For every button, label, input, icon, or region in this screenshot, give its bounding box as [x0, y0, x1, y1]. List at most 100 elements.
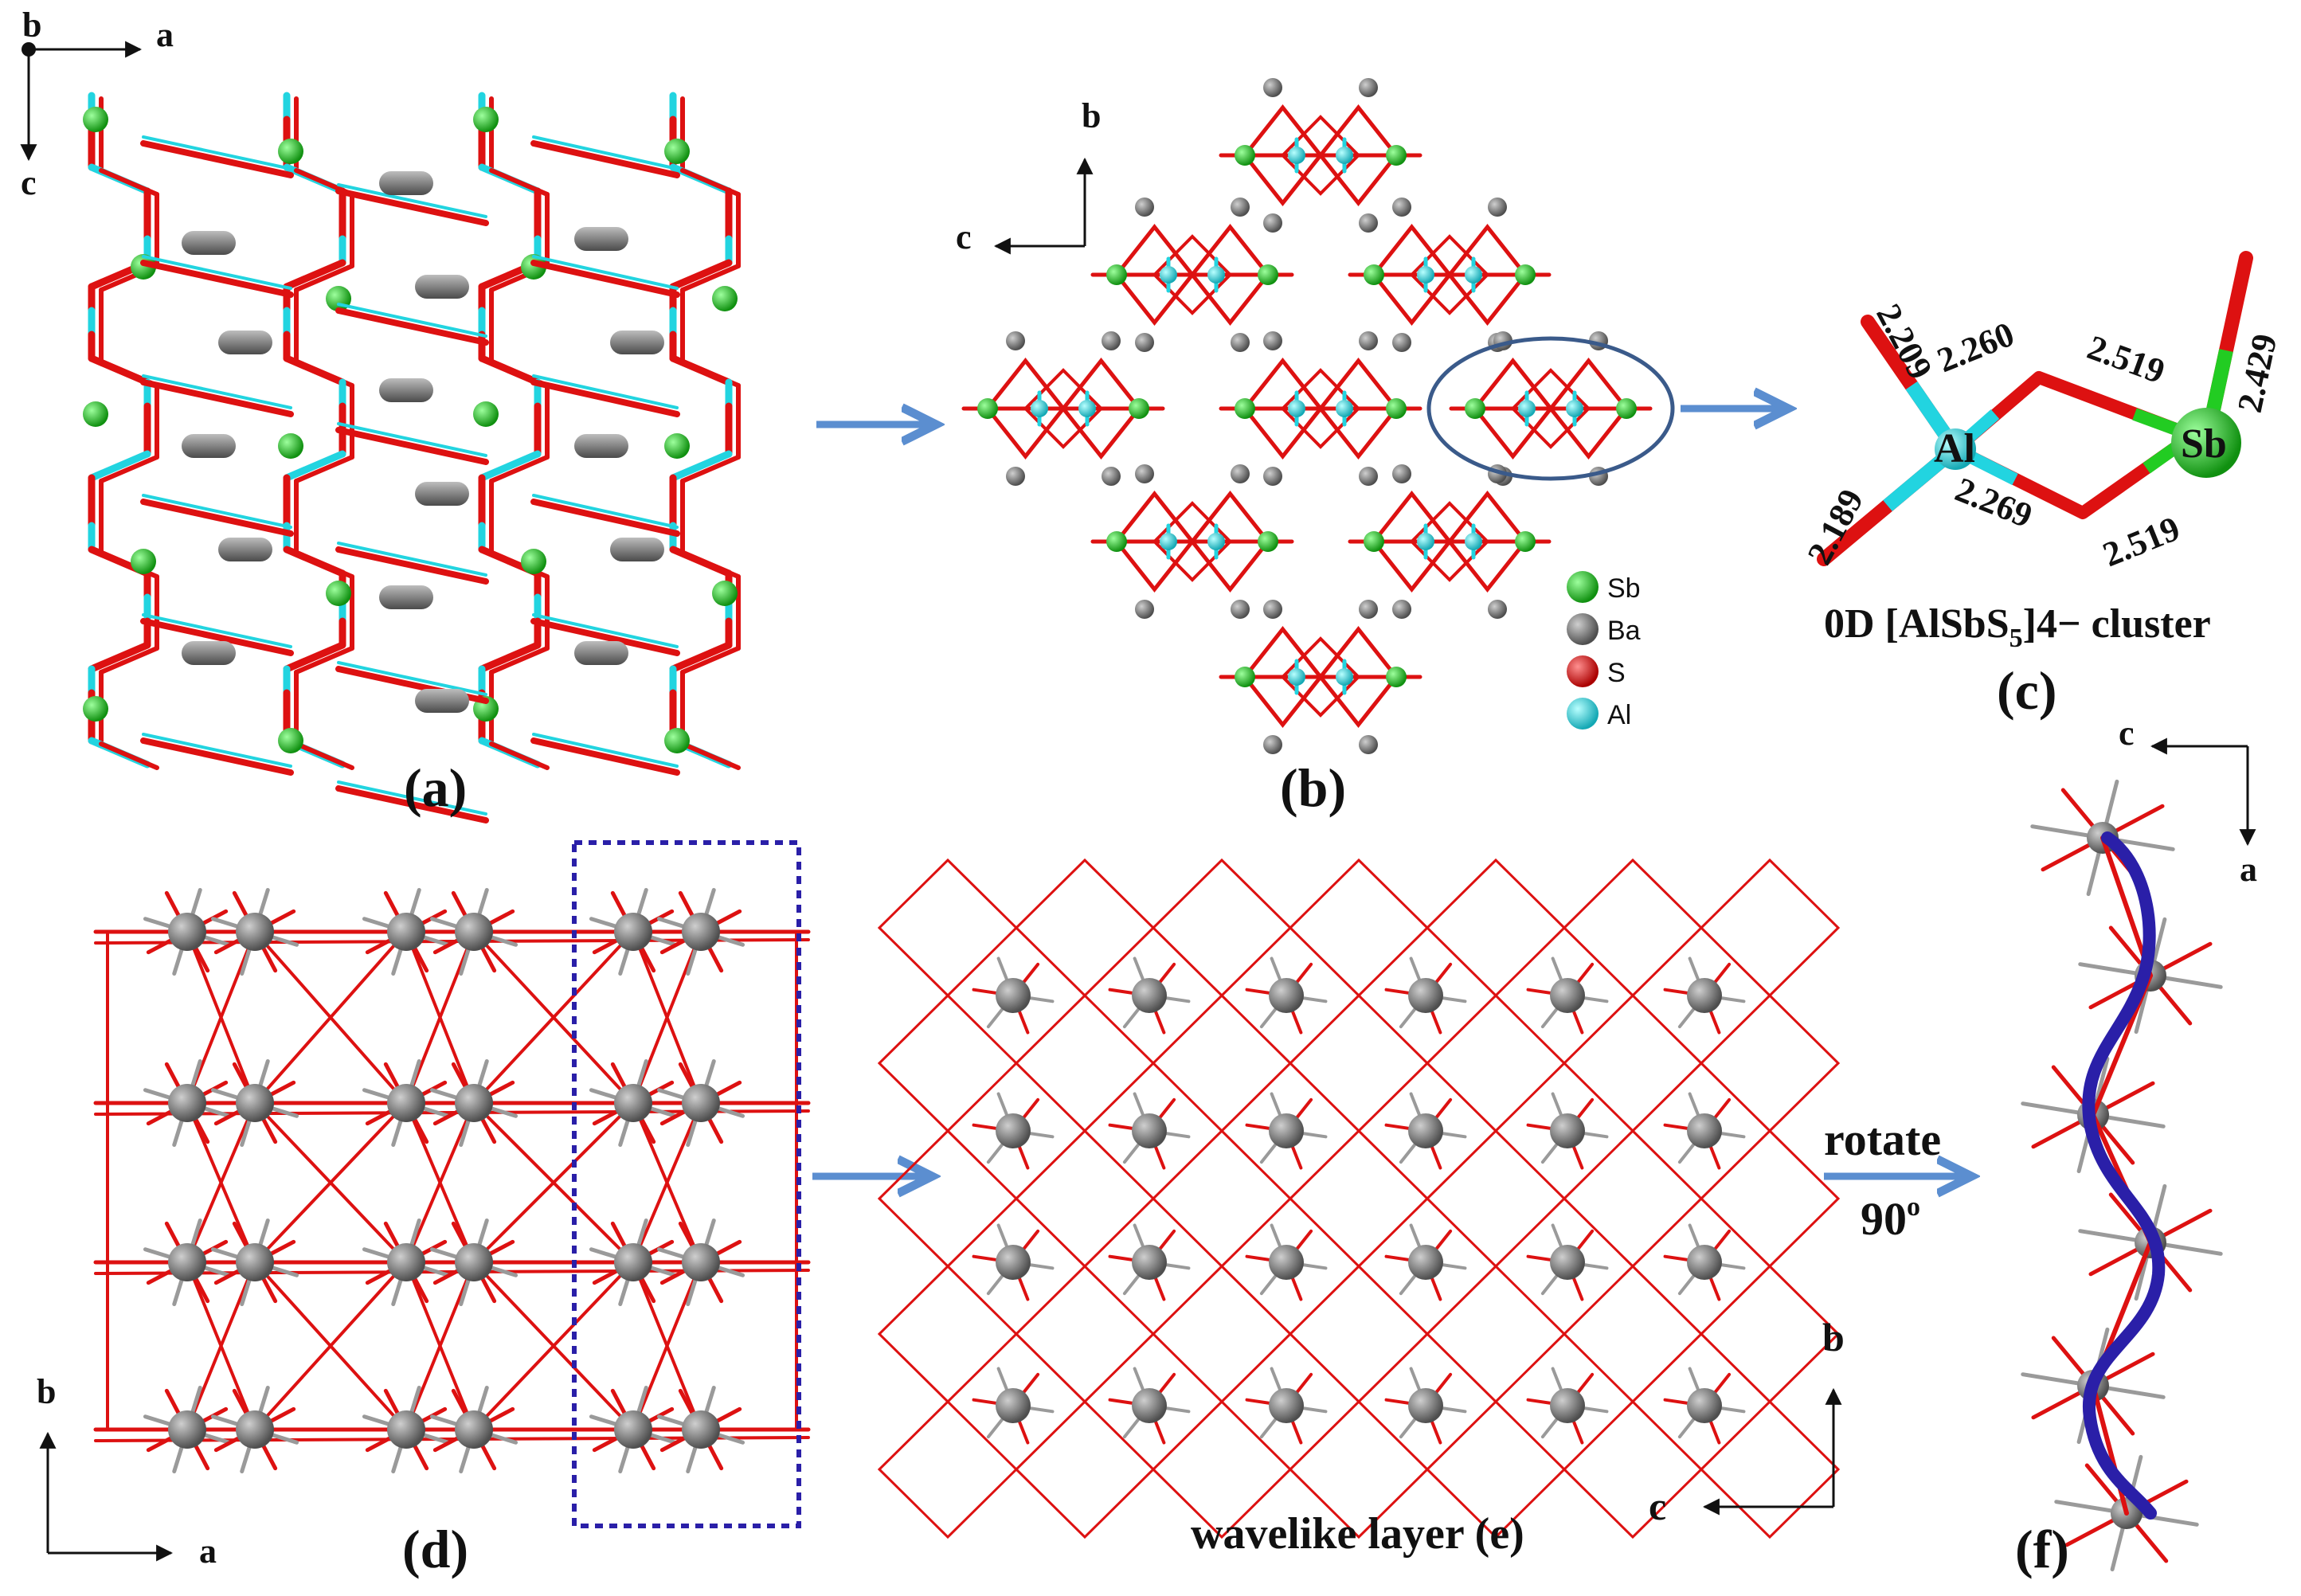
al-atom	[1336, 147, 1353, 164]
s-bond	[632, 1101, 702, 1264]
sb-atom	[1515, 531, 1536, 552]
bond-length: 2.519	[2083, 327, 2170, 391]
ba-atom	[996, 1245, 1031, 1280]
s-rhombus	[1288, 1129, 1430, 1269]
ba-atom	[168, 913, 206, 951]
ba-atom	[455, 1084, 493, 1122]
sb-atom	[1235, 667, 1255, 687]
ba-atom	[1550, 1388, 1585, 1423]
ba-atom	[1687, 978, 1722, 1013]
ba-atom	[1359, 467, 1378, 486]
ba-atom	[1263, 213, 1282, 233]
al-atom	[1160, 266, 1177, 284]
ba-rod	[182, 231, 236, 255]
s-bond	[405, 1261, 475, 1431]
sb-atom	[278, 433, 303, 459]
panel-f-chain	[2021, 779, 2223, 1572]
ba-atom	[1408, 1113, 1443, 1148]
ba-atom	[1359, 735, 1378, 754]
chain-bond	[680, 741, 741, 770]
s-bond	[472, 1101, 635, 1264]
link-bond	[142, 374, 292, 409]
legend-label-sb: Sb	[1607, 573, 1641, 604]
ba-atom	[168, 1410, 206, 1449]
s-rhombus	[1288, 858, 1430, 998]
al-atom	[1288, 147, 1305, 164]
link-bond	[140, 737, 294, 776]
ba-atom	[614, 913, 652, 951]
al-atom	[1566, 400, 1583, 417]
panel-e: b c wavelike layer (e)	[877, 858, 1845, 1559]
ba-atom	[1135, 333, 1154, 352]
chain-bond	[283, 641, 346, 673]
ba-atom	[1392, 333, 1411, 352]
chain-bond	[294, 455, 354, 483]
sb-atom	[83, 401, 108, 427]
sb-atom	[473, 107, 499, 132]
panel-f-axes: c a	[2119, 714, 2257, 889]
al-atom	[1336, 400, 1353, 417]
sb-atom	[326, 581, 351, 606]
link-bond	[337, 542, 487, 577]
link-bond	[337, 303, 487, 338]
chain-bond	[99, 741, 159, 770]
ba-atom	[1132, 1388, 1167, 1423]
ba-rod	[574, 641, 628, 665]
al-atom	[1207, 533, 1225, 550]
ba-rod	[610, 538, 664, 561]
legend-label-al: Al	[1607, 700, 1631, 730]
al-atom	[1518, 400, 1536, 417]
ba-atom	[387, 1084, 425, 1122]
chain-bond	[283, 450, 346, 482]
sb-atom	[278, 728, 303, 753]
ba-atom	[387, 1410, 425, 1449]
ba-atom	[996, 1388, 1031, 1423]
ba-atom	[168, 1243, 206, 1281]
sb-atom	[977, 398, 998, 419]
ba-rod	[610, 331, 664, 354]
sb-atom	[1364, 531, 1384, 552]
axis-label-b: b	[22, 6, 41, 45]
ba-atom	[1488, 600, 1507, 619]
sb-atom	[1364, 264, 1384, 285]
ba-atom	[996, 978, 1031, 1013]
al-atom	[1417, 533, 1434, 550]
rotate-label: rotate	[1824, 1113, 1941, 1165]
sb-atom	[1386, 145, 1407, 166]
ba-atom	[1231, 600, 1250, 619]
sb-atom	[473, 401, 499, 427]
link-bond	[140, 140, 294, 178]
link-bond	[335, 785, 489, 823]
chain-bond	[99, 646, 159, 675]
s-rhombus	[1562, 1129, 1704, 1269]
link-bond	[140, 499, 294, 537]
legend-swatch-sb	[1567, 571, 1599, 603]
ba-atom	[236, 1084, 274, 1122]
chain-bond	[478, 450, 542, 482]
panel-a-framework	[83, 92, 741, 823]
s-rhombus	[877, 858, 1019, 998]
ba-atom	[1687, 1388, 1722, 1423]
sb-atom	[1258, 264, 1278, 285]
s-bond	[405, 1101, 475, 1264]
sb-atom	[1129, 398, 1149, 419]
ba-atom	[1687, 1113, 1722, 1148]
chain-bond	[294, 741, 354, 770]
axis-label-c: c	[21, 163, 37, 202]
sb-atom	[1106, 264, 1127, 285]
ba-rod	[379, 171, 433, 195]
atom-sb	[2171, 408, 2241, 478]
link-bond	[142, 733, 292, 768]
legend: Sb Ba S Al	[1567, 571, 1641, 730]
sb-atom	[521, 254, 546, 280]
panel-c: Al Sb 2.209 2.260 2.519 2.429 2.189 2.26…	[1800, 251, 2284, 721]
chain-bond	[88, 641, 151, 673]
link-bond	[530, 379, 680, 417]
ba-atom	[455, 1410, 493, 1449]
ba-atom	[1263, 735, 1282, 754]
link-bond	[532, 613, 679, 648]
s-rhombus	[1014, 1399, 1156, 1539]
s-rhombus	[1151, 1264, 1293, 1404]
ba-atom	[1263, 467, 1282, 486]
